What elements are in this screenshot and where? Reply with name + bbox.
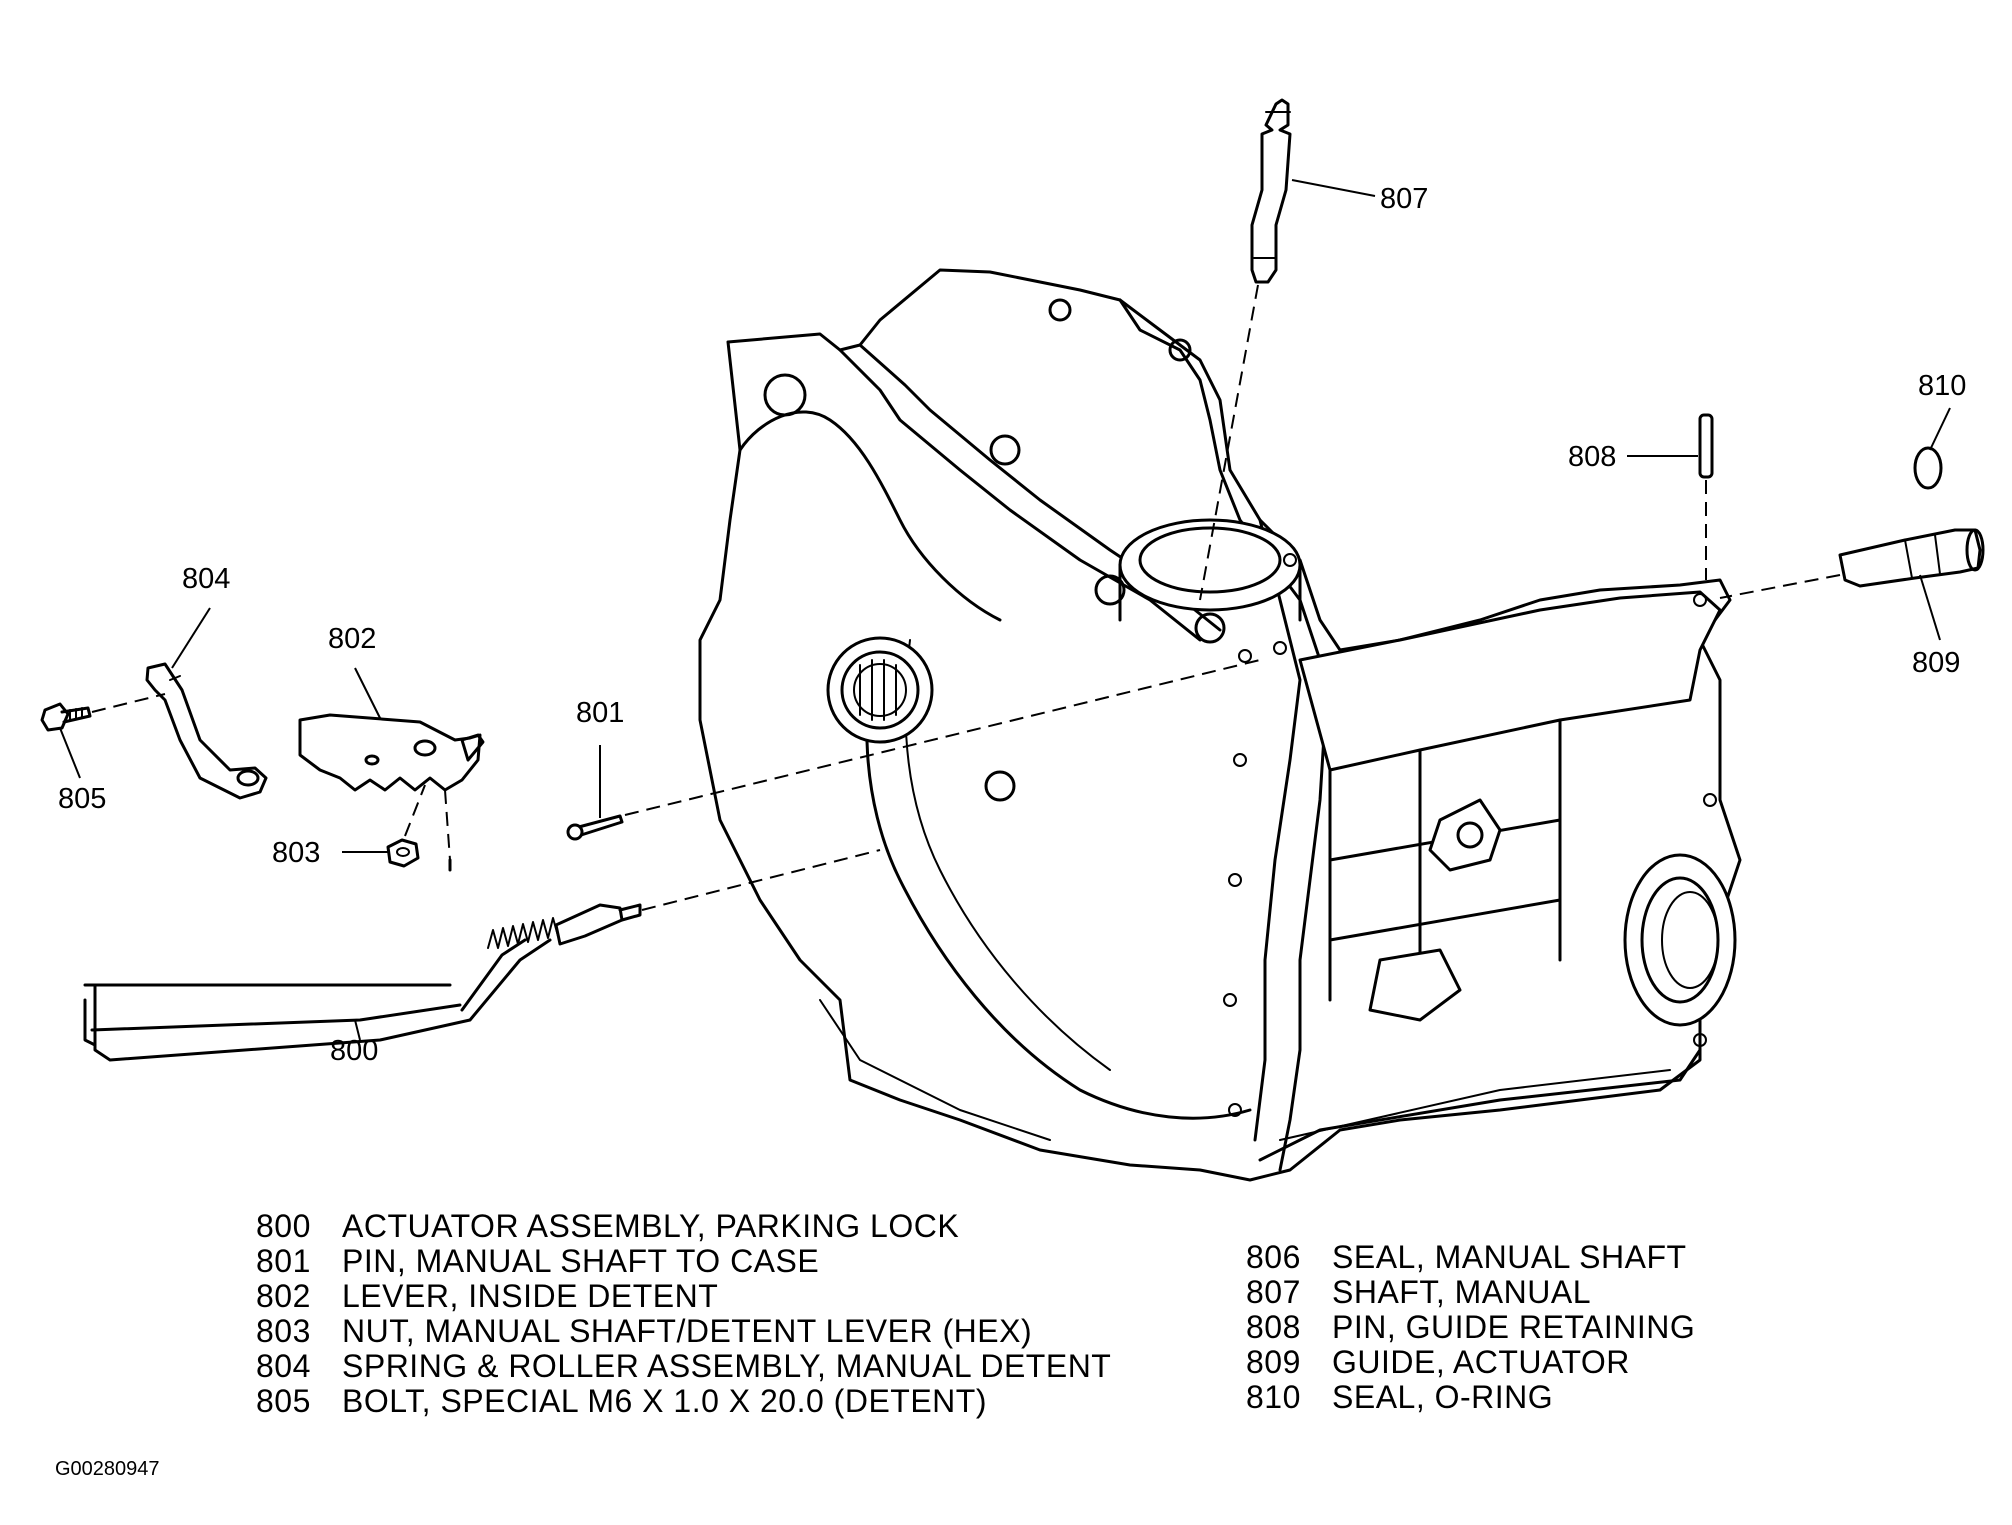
part-804-spring-roller	[145, 662, 268, 800]
legend-desc-800: ACTUATOR ASSEMBLY, PARKING LOCK	[342, 1208, 959, 1244]
legend-num-804: 804	[256, 1348, 311, 1384]
part-809-actuator-guide	[1719, 528, 1985, 599]
callout-800: 800	[330, 1035, 378, 1067]
legend-num-809: 809	[1246, 1344, 1301, 1380]
part-800-actuator-assembly	[83, 849, 881, 1062]
legend-num-808: 808	[1246, 1309, 1301, 1345]
callout-805: 805	[58, 783, 106, 815]
callout-807: 807	[1380, 183, 1428, 215]
legend-num-800: 800	[256, 1208, 311, 1244]
legend-desc-808: PIN, GUIDE RETAINING	[1332, 1309, 1695, 1345]
legend-num-807: 807	[1246, 1274, 1301, 1310]
legend-desc-804: SPRING & ROLLER ASSEMBLY, MANUAL DETENT	[342, 1348, 1111, 1384]
legend-desc-810: SEAL, O-RING	[1332, 1379, 1553, 1415]
part-803-hex-nut	[386, 784, 426, 868]
callout-803: 803	[272, 837, 320, 869]
part-805-bolt	[40, 693, 166, 732]
callout-801: 801	[576, 697, 624, 729]
callout-804: 804	[182, 563, 230, 595]
legend-num-802: 802	[256, 1278, 311, 1314]
legend-desc-806: SEAL, MANUAL SHAFT	[1332, 1239, 1687, 1275]
legend-left: 800 ACTUATOR ASSEMBLY, PARKING LOCK 801 …	[256, 1208, 1111, 1419]
legend-num-803: 803	[256, 1313, 311, 1349]
callout-802: 802	[328, 623, 376, 655]
part-801-pin	[566, 659, 1261, 841]
legend-desc-803: NUT, MANUAL SHAFT/DETENT LEVER (HEX)	[342, 1313, 1032, 1349]
callout-809: 809	[1912, 647, 1960, 679]
legend-num-801: 801	[256, 1243, 311, 1279]
legend-desc-807: SHAFT, MANUAL	[1332, 1274, 1591, 1310]
legend-desc-805: BOLT, SPECIAL M6 X 1.0 X 20.0 (DETENT)	[342, 1383, 987, 1419]
transmission-case	[698, 268, 1742, 1182]
legend-right: 806 SEAL, MANUAL SHAFT 807 SHAFT, MANUAL…	[1246, 1239, 1695, 1415]
callout-810: 810	[1918, 370, 1966, 402]
leader-lines	[59, 179, 1951, 1041]
part-802-detent-lever	[298, 713, 485, 872]
part-810-o-ring	[1913, 446, 1943, 490]
legend-num-805: 805	[256, 1383, 311, 1419]
part-807-manual-shaft	[1199, 98, 1292, 601]
part-808-guide-pin	[1698, 413, 1714, 580]
figure-id: G00280947	[55, 1458, 160, 1480]
legend-desc-802: LEVER, INSIDE DETENT	[342, 1278, 718, 1314]
callout-labels: 807 808 810 809 804 802 801 805 803 800	[58, 183, 1966, 1067]
legend-desc-801: PIN, MANUAL SHAFT TO CASE	[342, 1243, 819, 1279]
legend-num-810: 810	[1246, 1379, 1301, 1415]
callout-808: 808	[1568, 441, 1616, 473]
legend-desc-809: GUIDE, ACTUATOR	[1332, 1344, 1630, 1380]
legend-num-806: 806	[1246, 1239, 1301, 1275]
